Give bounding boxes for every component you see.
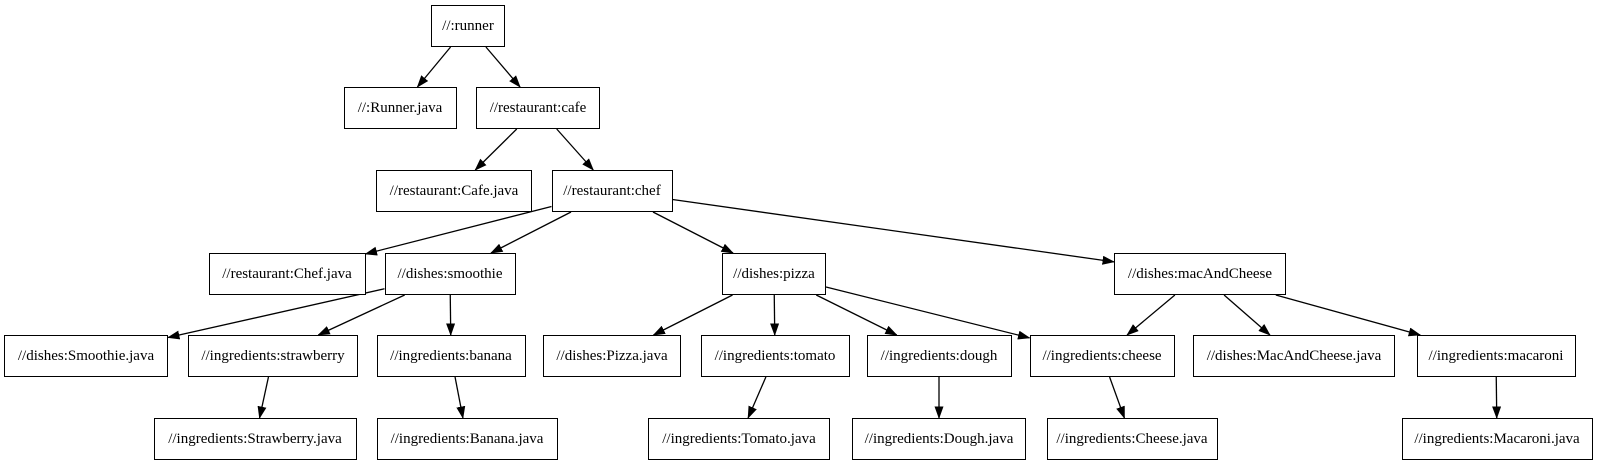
graph-node-macaroni-java: //ingredients:Macaroni.java <box>1401 418 1593 460</box>
graph-node-cheese-java: //ingredients:Cheese.java <box>1046 418 1218 460</box>
edge-mac-and-cheese-to-cheese <box>1126 294 1176 336</box>
graph-node-mac-and-cheese: //dishes:macAndCheese <box>1114 253 1286 295</box>
edge-pizza-to-dough <box>815 294 898 336</box>
graph-node-banana: //ingredients:banana <box>376 335 526 377</box>
edge-pizza-to-cheese <box>825 286 1031 340</box>
edge-mac-and-cheese-to-mac-and-cheese-java <box>1223 294 1271 336</box>
graph-node-macaroni: //ingredients:macaroni <box>1416 335 1576 377</box>
graph-node-smoothie-java: //dishes:Smoothie.java <box>4 335 168 377</box>
edge-tomato-to-tomato-java <box>747 376 767 419</box>
graph-node-runner: //:runner <box>431 5 505 47</box>
edge-cafe-to-cafe-java <box>474 128 518 171</box>
graph-node-banana-java: //ingredients:Banana.java <box>376 418 558 460</box>
edge-mac-and-cheese-to-macaroni <box>1275 294 1422 337</box>
edge-smoothie-to-smoothie-java <box>167 288 385 340</box>
edge-smoothie-to-strawberry <box>317 294 405 336</box>
graph-node-cafe-java: //restaurant:Cafe.java <box>376 170 532 212</box>
edge-pizza-to-pizza-java <box>652 294 733 336</box>
edge-chef-to-smoothie <box>490 211 572 254</box>
edge-cafe-to-chef <box>556 128 594 171</box>
graph-node-tomato: //ingredients:tomato <box>700 335 850 377</box>
graph-node-dough-java: //ingredients:Dough.java <box>852 418 1026 460</box>
edge-cheese-to-cheese-java <box>1108 376 1126 419</box>
graph-node-runner-java: //:Runner.java <box>343 87 457 129</box>
graph-node-strawberry-java: //ingredients:Strawberry.java <box>153 418 357 460</box>
graph-node-pizza: //dishes:pizza <box>722 253 826 295</box>
edge-runner-to-runner-java <box>416 46 452 88</box>
edge-banana-to-banana-java <box>454 376 466 419</box>
graph-node-chef-java: //restaurant:Chef.java <box>208 253 366 295</box>
graph-node-chef: //restaurant:chef <box>551 170 673 212</box>
graph-node-smoothie: //dishes:smoothie <box>384 253 516 295</box>
graph-node-strawberry: //ingredients:strawberry <box>188 335 358 377</box>
graph-node-cheese: //ingredients:cheese <box>1029 335 1175 377</box>
graph-node-cafe: //restaurant:cafe <box>476 87 600 129</box>
graph-node-mac-and-cheese-java: //dishes:MacAndCheese.java <box>1193 335 1395 377</box>
edge-chef-to-chef-java <box>364 205 552 256</box>
edge-chef-to-pizza <box>652 211 734 254</box>
graph-node-pizza-java: //dishes:Pizza.java <box>543 335 681 377</box>
graph-node-tomato-java: //ingredients:Tomato.java <box>648 418 830 460</box>
edge-runner-to-cafe <box>485 46 521 88</box>
graph-node-dough: //ingredients:dough <box>866 335 1012 377</box>
edge-strawberry-to-strawberry-java <box>257 376 270 419</box>
